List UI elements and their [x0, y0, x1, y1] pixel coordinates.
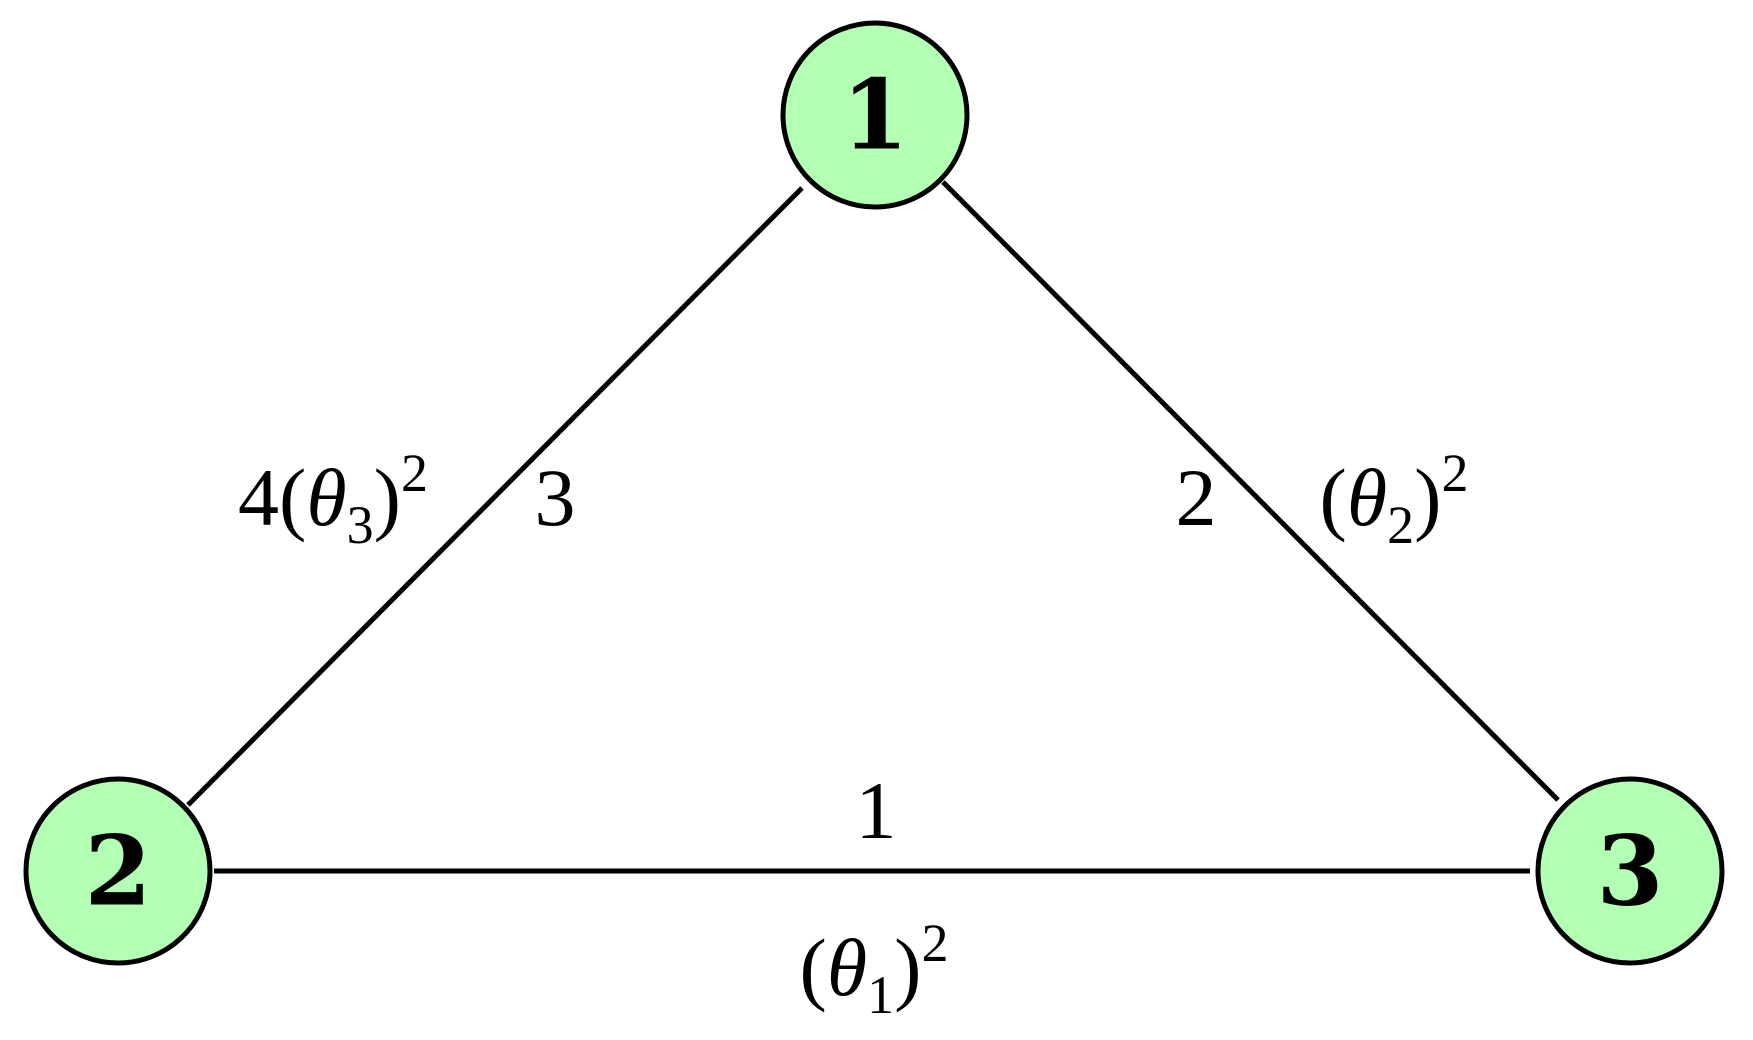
node-1-circle: [780, 20, 970, 210]
node-2: 2: [23, 776, 213, 966]
node-1-label: 1: [842, 59, 909, 172]
node-3: 3: [1535, 776, 1725, 966]
edge-1-3-weight: (θ2)2: [1320, 443, 1469, 555]
node-2-label: 2: [85, 815, 152, 928]
edge-1-2: [186, 186, 804, 807]
edge-1-2-label: 3: [535, 452, 576, 543]
edge-2-3-weight: (θ1)2: [800, 913, 949, 1025]
node-3-label: 3: [1597, 815, 1664, 928]
edge-1-3-label: 2: [1176, 452, 1217, 543]
edge-1-3: [941, 180, 1560, 802]
node-3-circle: [1535, 776, 1725, 966]
edge-2-3-label: 1: [856, 765, 897, 856]
edge-1-2-weight: 4(θ3)2: [238, 443, 428, 555]
node-2-circle: [23, 776, 213, 966]
node-1: 1: [780, 20, 970, 210]
